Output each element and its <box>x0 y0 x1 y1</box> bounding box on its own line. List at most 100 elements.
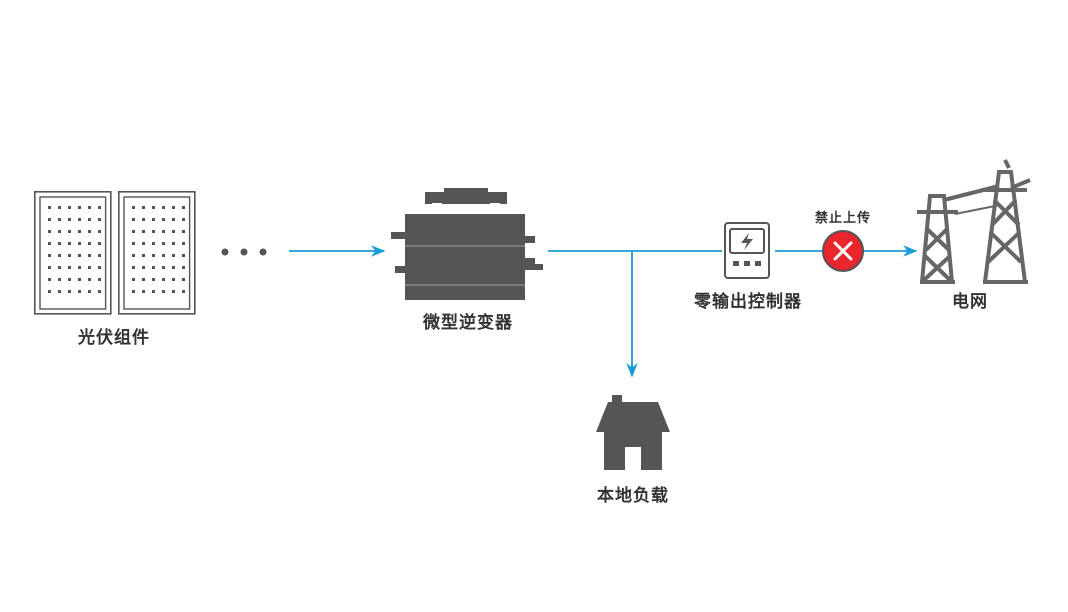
solar-cell-dot <box>132 230 135 233</box>
solar-cell-dot <box>68 218 71 221</box>
solar-cell-dot <box>142 230 145 233</box>
solar-cell-dot <box>78 254 81 257</box>
solar-cell-dot <box>152 218 155 221</box>
solar-cell-dot <box>132 266 135 269</box>
solar-cell-dot <box>162 218 165 221</box>
solar-cell-dot <box>68 254 71 257</box>
solar-cell-dot <box>78 218 81 221</box>
solar-cell-dot <box>142 242 145 245</box>
ellipsis-icon <box>221 248 267 256</box>
solar-cell-dot <box>58 254 61 257</box>
solar-cell-dot <box>132 218 135 221</box>
solar-cell-dot <box>142 206 145 209</box>
solar-cell-dot <box>68 230 71 233</box>
block-x-icon <box>822 230 864 272</box>
house-icon <box>596 395 670 470</box>
label-micro-inverter: 微型逆变器 <box>423 313 513 333</box>
meter-icon <box>724 222 770 279</box>
solar-cell-dot <box>78 278 81 281</box>
solar-cell-dot <box>152 254 155 257</box>
solar-cell-dot <box>142 290 145 293</box>
solar-cell-dot <box>88 266 91 269</box>
solar-cell-dot <box>48 230 51 233</box>
label-grid: 电网 <box>952 292 988 312</box>
solar-cell-dot <box>162 278 165 281</box>
solar-cell-dot <box>182 206 185 209</box>
solar-cell-dot <box>88 206 91 209</box>
solar-cell-dot <box>142 254 145 257</box>
solar-cell-dot <box>98 254 101 257</box>
solar-cell-dot <box>132 206 135 209</box>
solar-cell-dot <box>162 266 165 269</box>
solar-cell-dot <box>142 278 145 281</box>
solar-cell-dot <box>68 242 71 245</box>
solar-cell-dot <box>152 206 155 209</box>
power-tower-icon <box>917 159 1031 284</box>
label-zero-export-controller: 零输出控制器 <box>694 292 802 312</box>
solar-cell-dot <box>132 278 135 281</box>
solar-cell-dot <box>98 206 101 209</box>
solar-cell-dot <box>132 290 135 293</box>
solar-cell-dot <box>132 254 135 257</box>
solar-cell-dot <box>162 242 165 245</box>
solar-cell-dot <box>68 290 71 293</box>
solar-cell-dot <box>88 254 91 257</box>
label-pv-modules: 光伏组件 <box>78 328 150 348</box>
solar-cell-dot <box>48 254 51 257</box>
solar-cell-dot <box>182 278 185 281</box>
solar-cell-dot <box>162 254 165 257</box>
solar-cell-dot <box>152 266 155 269</box>
solar-cell-dot <box>162 290 165 293</box>
solar-cell-dot <box>58 290 61 293</box>
solar-panel-icon <box>118 191 196 315</box>
solar-cell-dot <box>172 290 175 293</box>
solar-cell-dot <box>182 242 185 245</box>
solar-cell-dot <box>58 266 61 269</box>
solar-cell-dot <box>68 206 71 209</box>
solar-cell-dot <box>142 266 145 269</box>
solar-cell-dot <box>98 230 101 233</box>
solar-cell-dot <box>88 290 91 293</box>
solar-cell-dot <box>132 242 135 245</box>
solar-cell-dot <box>68 278 71 281</box>
solar-cell-dot <box>172 230 175 233</box>
solar-cell-dot <box>172 266 175 269</box>
solar-cell-dot <box>172 278 175 281</box>
solar-cell-dot <box>98 278 101 281</box>
solar-cell-dot <box>88 218 91 221</box>
solar-cell-dot <box>48 218 51 221</box>
solar-cell-dot <box>98 290 101 293</box>
solar-cell-dot <box>48 278 51 281</box>
solar-cell-dot <box>58 218 61 221</box>
solar-cell-dot <box>88 230 91 233</box>
solar-panel-icon <box>34 191 112 315</box>
solar-cell-dot <box>78 266 81 269</box>
solar-cell-dot <box>78 242 81 245</box>
solar-cell-dot <box>98 266 101 269</box>
solar-cell-dot <box>68 266 71 269</box>
solar-cell-dot <box>152 278 155 281</box>
solar-cell-dot <box>152 290 155 293</box>
micro-inverter-icon <box>391 188 543 300</box>
solar-cell-dot <box>182 254 185 257</box>
solar-cell-dot <box>88 242 91 245</box>
label-blocked-upload: 禁止上传 <box>814 211 872 226</box>
solar-cell-dot <box>48 206 51 209</box>
solar-cell-dot <box>58 278 61 281</box>
label-local-load: 本地负载 <box>597 486 669 506</box>
solar-cell-dot <box>172 242 175 245</box>
solar-cell-dot <box>48 266 51 269</box>
solar-cell-dot <box>58 206 61 209</box>
solar-cell-dot <box>78 290 81 293</box>
solar-cell-dot <box>182 218 185 221</box>
solar-cell-dot <box>78 206 81 209</box>
solar-cell-dot <box>98 218 101 221</box>
solar-cell-dot <box>172 254 175 257</box>
solar-cell-dot <box>182 230 185 233</box>
solar-cell-dot <box>98 242 101 245</box>
solar-cell-dot <box>152 230 155 233</box>
solar-cell-dot <box>58 230 61 233</box>
solar-cell-dot <box>172 206 175 209</box>
solar-cell-dot <box>152 242 155 245</box>
